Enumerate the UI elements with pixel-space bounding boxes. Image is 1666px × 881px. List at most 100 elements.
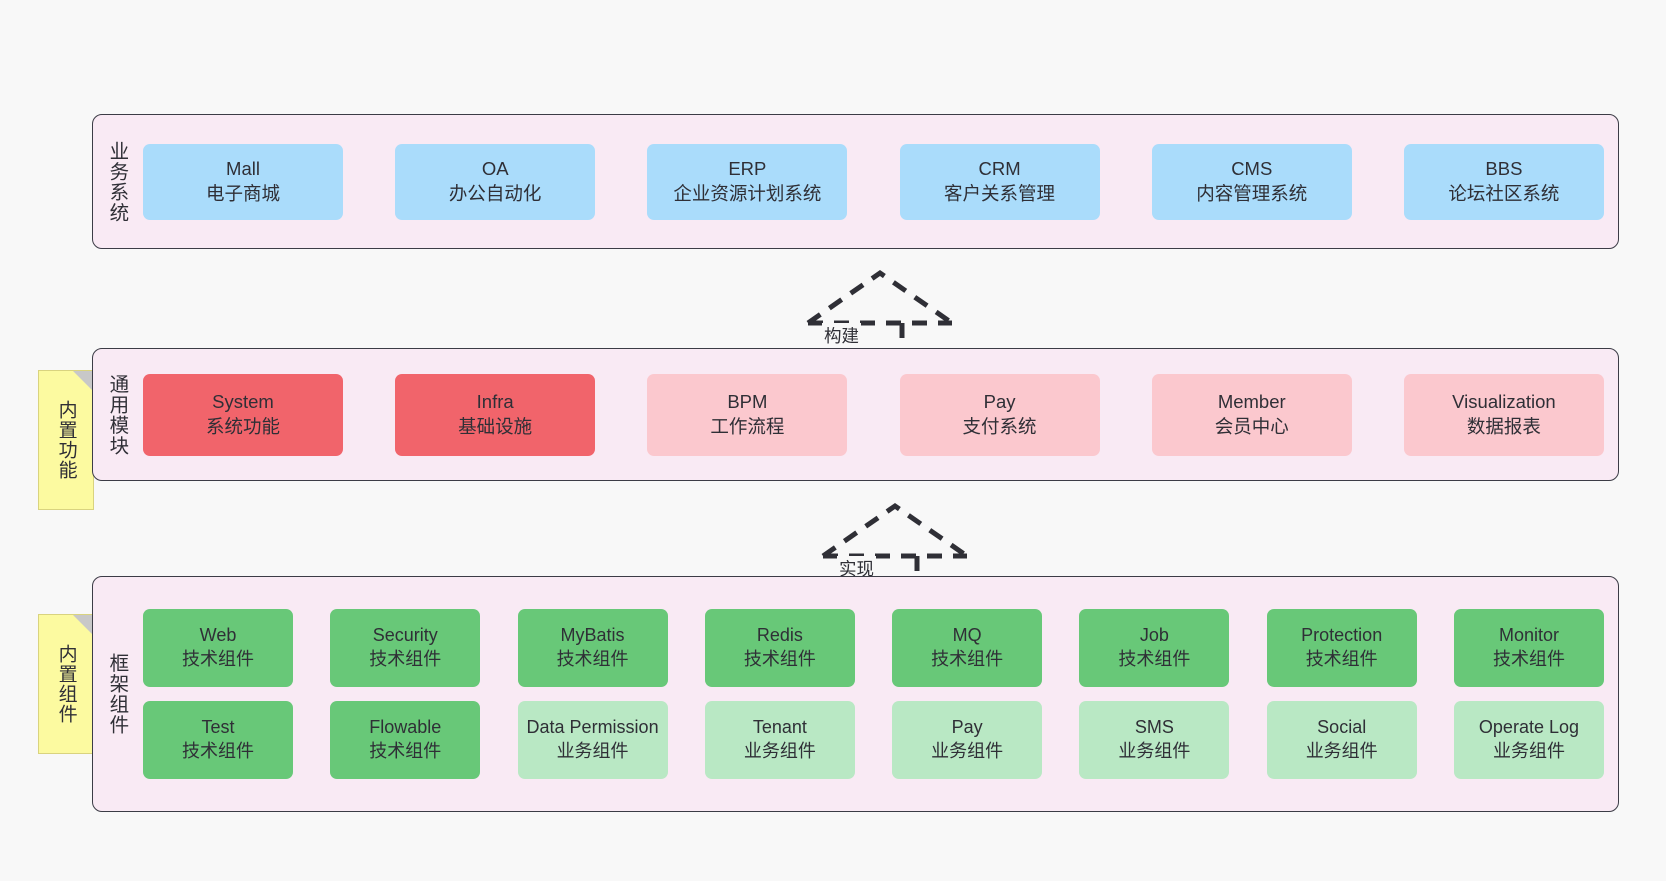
card-erp-desc: 企业资源计划系统 <box>673 182 822 204</box>
card-sms-desc: 业务组件 <box>1118 741 1191 761</box>
card-crm-name: CRM <box>978 157 1021 179</box>
card-mybatis-desc: 技术组件 <box>556 649 629 669</box>
card-mybatis-name: MyBatis <box>560 625 625 646</box>
note-fold-icon <box>73 371 93 391</box>
card-data-permission-desc: 业务组件 <box>556 741 629 761</box>
card-pay-module-name: Pay <box>983 390 1016 412</box>
card-monitor-desc: 技术组件 <box>1492 649 1565 669</box>
card-web-desc: 技术组件 <box>182 649 254 669</box>
layer-body-business-system: Mall 电子商城 OA 办公自动化 ERP 企业资源计划系统 CRM 客户关系… <box>139 115 1618 248</box>
layer-body-framework-components: Web 技术组件 Security 技术组件 MyBatis 技术组件 Redi… <box>139 577 1618 811</box>
card-system[interactable]: System 系统功能 <box>143 373 343 456</box>
card-security-desc: 技术组件 <box>369 649 442 669</box>
card-redis-desc: 技术组件 <box>743 649 816 669</box>
card-redis-name: Redis <box>756 625 803 646</box>
card-protection-name: Protection <box>1301 625 1383 646</box>
card-job[interactable]: Job 技术组件 <box>1079 609 1230 687</box>
card-flowable-desc: 技术组件 <box>369 741 442 761</box>
layer-common-modules: 通用模块 System 系统功能 Infra 基础设施 BPM 工作流程 Pay… <box>92 348 1619 481</box>
card-bbs-name: BBS <box>1485 157 1523 179</box>
card-system-name: System <box>212 390 274 412</box>
card-pay-module[interactable]: Pay 支付系统 <box>899 373 1100 456</box>
card-flowable[interactable]: Flowable 技术组件 <box>330 701 481 779</box>
card-bpm-name: BPM <box>727 390 768 412</box>
card-mall-name: Mall <box>226 157 260 179</box>
card-mq-name: MQ <box>952 625 982 646</box>
arrow-head-implement <box>821 502 969 559</box>
layer-title-common-modules: 通用模块 <box>105 373 128 456</box>
card-tenant[interactable]: Tenant 业务组件 <box>704 701 855 779</box>
card-oa[interactable]: OA 办公自动化 <box>395 143 596 220</box>
layer-body-common-modules: System 系统功能 Infra 基础设施 BPM 工作流程 Pay 支付系统… <box>139 349 1618 480</box>
card-member-desc: 会员中心 <box>1214 415 1289 437</box>
note-builtin-component: 内置组件 <box>38 614 94 754</box>
connector-label-build: 构建 <box>822 323 861 348</box>
card-social-desc: 业务组件 <box>1305 741 1378 761</box>
card-protection-desc: 技术组件 <box>1305 649 1378 669</box>
card-bbs[interactable]: BBS 论坛社区系统 <box>1403 143 1604 220</box>
framework-row-business: Test 技术组件 Flowable 技术组件 Data Permission … <box>143 701 1604 779</box>
card-cms-desc: 内容管理系统 <box>1196 182 1308 204</box>
card-system-desc: 系统功能 <box>205 415 280 437</box>
layer-business-system: 业务系统 Mall 电子商城 OA 办公自动化 ERP 企业资源计划系统 CRM… <box>92 114 1619 249</box>
card-visualization[interactable]: Visualization 数据报表 <box>1403 373 1604 456</box>
card-visualization-name: Visualization <box>1452 390 1556 412</box>
card-oa-desc: 办公自动化 <box>448 182 542 204</box>
card-redis[interactable]: Redis 技术组件 <box>704 609 855 687</box>
card-web[interactable]: Web 技术组件 <box>143 609 293 687</box>
arrow-head-build <box>806 269 954 326</box>
card-protection[interactable]: Protection 技术组件 <box>1266 609 1417 687</box>
card-crm[interactable]: CRM 客户关系管理 <box>899 143 1100 220</box>
card-test-desc: 技术组件 <box>182 741 254 761</box>
card-pay-module-desc: 支付系统 <box>962 415 1037 437</box>
card-operate-log[interactable]: Operate Log 业务组件 <box>1453 701 1604 779</box>
card-infra-name: Infra <box>476 390 514 412</box>
card-security-name: Security <box>372 625 438 646</box>
card-bbs-desc: 论坛社区系统 <box>1448 182 1560 204</box>
card-monitor-name: Monitor <box>1498 625 1559 646</box>
card-social-name: Social <box>1317 717 1367 738</box>
card-monitor[interactable]: Monitor 技术组件 <box>1453 609 1604 687</box>
layer-framework-components: 框架组件 Web 技术组件 Security 技术组件 MyBatis 技术组件… <box>92 576 1619 812</box>
card-mall[interactable]: Mall 电子商城 <box>143 143 343 220</box>
card-sms[interactable]: SMS 业务组件 <box>1079 701 1230 779</box>
card-infra-desc: 基础设施 <box>458 415 533 437</box>
card-flowable-name: Flowable <box>369 717 442 738</box>
card-mybatis[interactable]: MyBatis 技术组件 <box>517 609 668 687</box>
card-tenant-desc: 业务组件 <box>743 741 816 761</box>
card-test-name: Test <box>201 717 235 738</box>
card-social[interactable]: Social 业务组件 <box>1266 701 1417 779</box>
card-cms-name: CMS <box>1231 157 1273 179</box>
card-mall-desc: 电子商城 <box>205 182 280 204</box>
note-fold-icon <box>73 615 93 635</box>
connector-build: 构建 <box>800 267 960 357</box>
card-pay-component-name: Pay <box>951 717 983 738</box>
card-job-desc: 技术组件 <box>1118 649 1191 669</box>
card-security[interactable]: Security 技术组件 <box>330 609 481 687</box>
card-crm-desc: 客户关系管理 <box>944 182 1056 204</box>
card-erp[interactable]: ERP 企业资源计划系统 <box>647 143 848 220</box>
framework-row-tech: Web 技术组件 Security 技术组件 MyBatis 技术组件 Redi… <box>143 609 1604 687</box>
note-builtin-function: 内置功能 <box>38 370 94 510</box>
card-test[interactable]: Test 技术组件 <box>143 701 293 779</box>
card-sms-name: SMS <box>1134 717 1174 738</box>
card-erp-name: ERP <box>728 157 767 179</box>
card-bpm-desc: 工作流程 <box>710 415 785 437</box>
card-member[interactable]: Member 会员中心 <box>1151 373 1352 456</box>
card-bpm[interactable]: BPM 工作流程 <box>647 373 848 456</box>
card-web-name: Web <box>199 625 237 646</box>
layer-title-business-system: 业务系统 <box>105 140 128 223</box>
card-operate-log-desc: 业务组件 <box>1492 741 1565 761</box>
card-cms[interactable]: CMS 内容管理系统 <box>1151 143 1352 220</box>
note-builtin-component-label: 内置组件 <box>55 644 77 724</box>
note-builtin-function-label: 内置功能 <box>55 400 77 480</box>
card-oa-name: OA <box>481 157 509 179</box>
card-mq[interactable]: MQ 技术组件 <box>892 609 1043 687</box>
card-mq-desc: 技术组件 <box>931 649 1004 669</box>
card-tenant-name: Tenant <box>752 717 807 738</box>
card-data-permission[interactable]: Data Permission 业务组件 <box>517 701 668 779</box>
card-infra[interactable]: Infra 基础设施 <box>395 373 596 456</box>
card-pay-component[interactable]: Pay 业务组件 <box>892 701 1043 779</box>
card-operate-log-name: Operate Log <box>1478 717 1579 738</box>
